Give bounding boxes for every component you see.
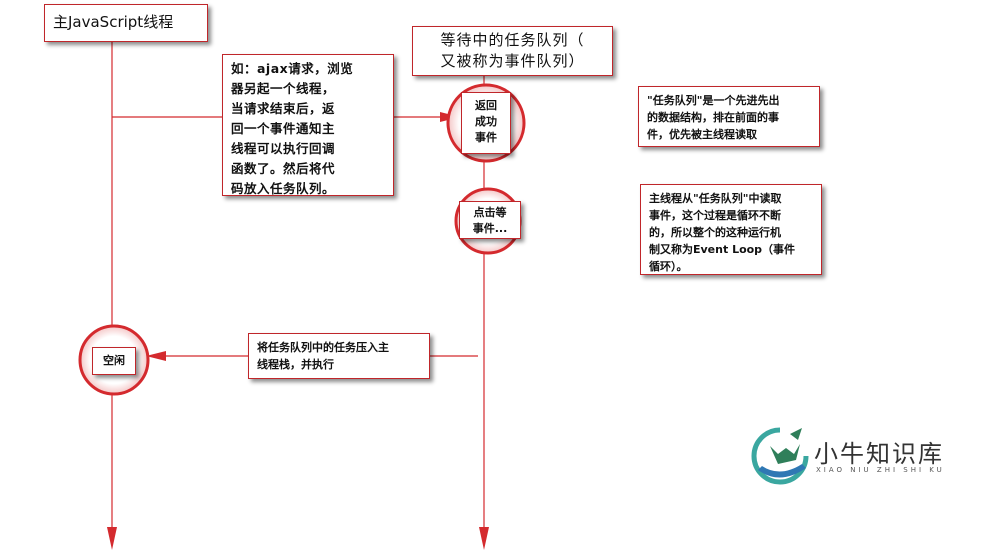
queue-arrowhead — [479, 527, 489, 550]
task-queue-title: 等待中的任务队列（ 又被称为事件队列） — [412, 26, 613, 76]
watermark-pinyin: XIAO NIU ZHI SHI KU — [816, 466, 945, 474]
return-success-event-node: 返回 成功 事件 — [461, 92, 511, 154]
main-thread-title: 主JavaScript线程 — [44, 4, 208, 42]
event-loop-note: 主线程从"任务队列"中读取 事件，这个过程是循环不断 的，所以整个的这种运行机 … — [640, 184, 822, 275]
watermark-name: 小牛知识库 — [814, 440, 944, 468]
main-thread-arrowhead — [107, 527, 117, 550]
idle-node: 空闲 — [92, 347, 136, 375]
push-arrowhead — [146, 351, 166, 361]
push-to-stack-note: 将任务队列中的任务压入主 线程栈，并执行 — [248, 333, 430, 379]
bull-logo-icon — [751, 427, 809, 485]
click-event-node: 点击等 事件... — [459, 201, 521, 239]
fifo-queue-note: "任务队列"是一个先进先出 的数据结构，排在前面的事 件，优先被主线程读取 — [638, 86, 820, 147]
ajax-explanation-note: 如：ajax请求，浏览 器另起一个线程， 当请求结束后，返 回一个事件通知主 线… — [222, 54, 394, 196]
